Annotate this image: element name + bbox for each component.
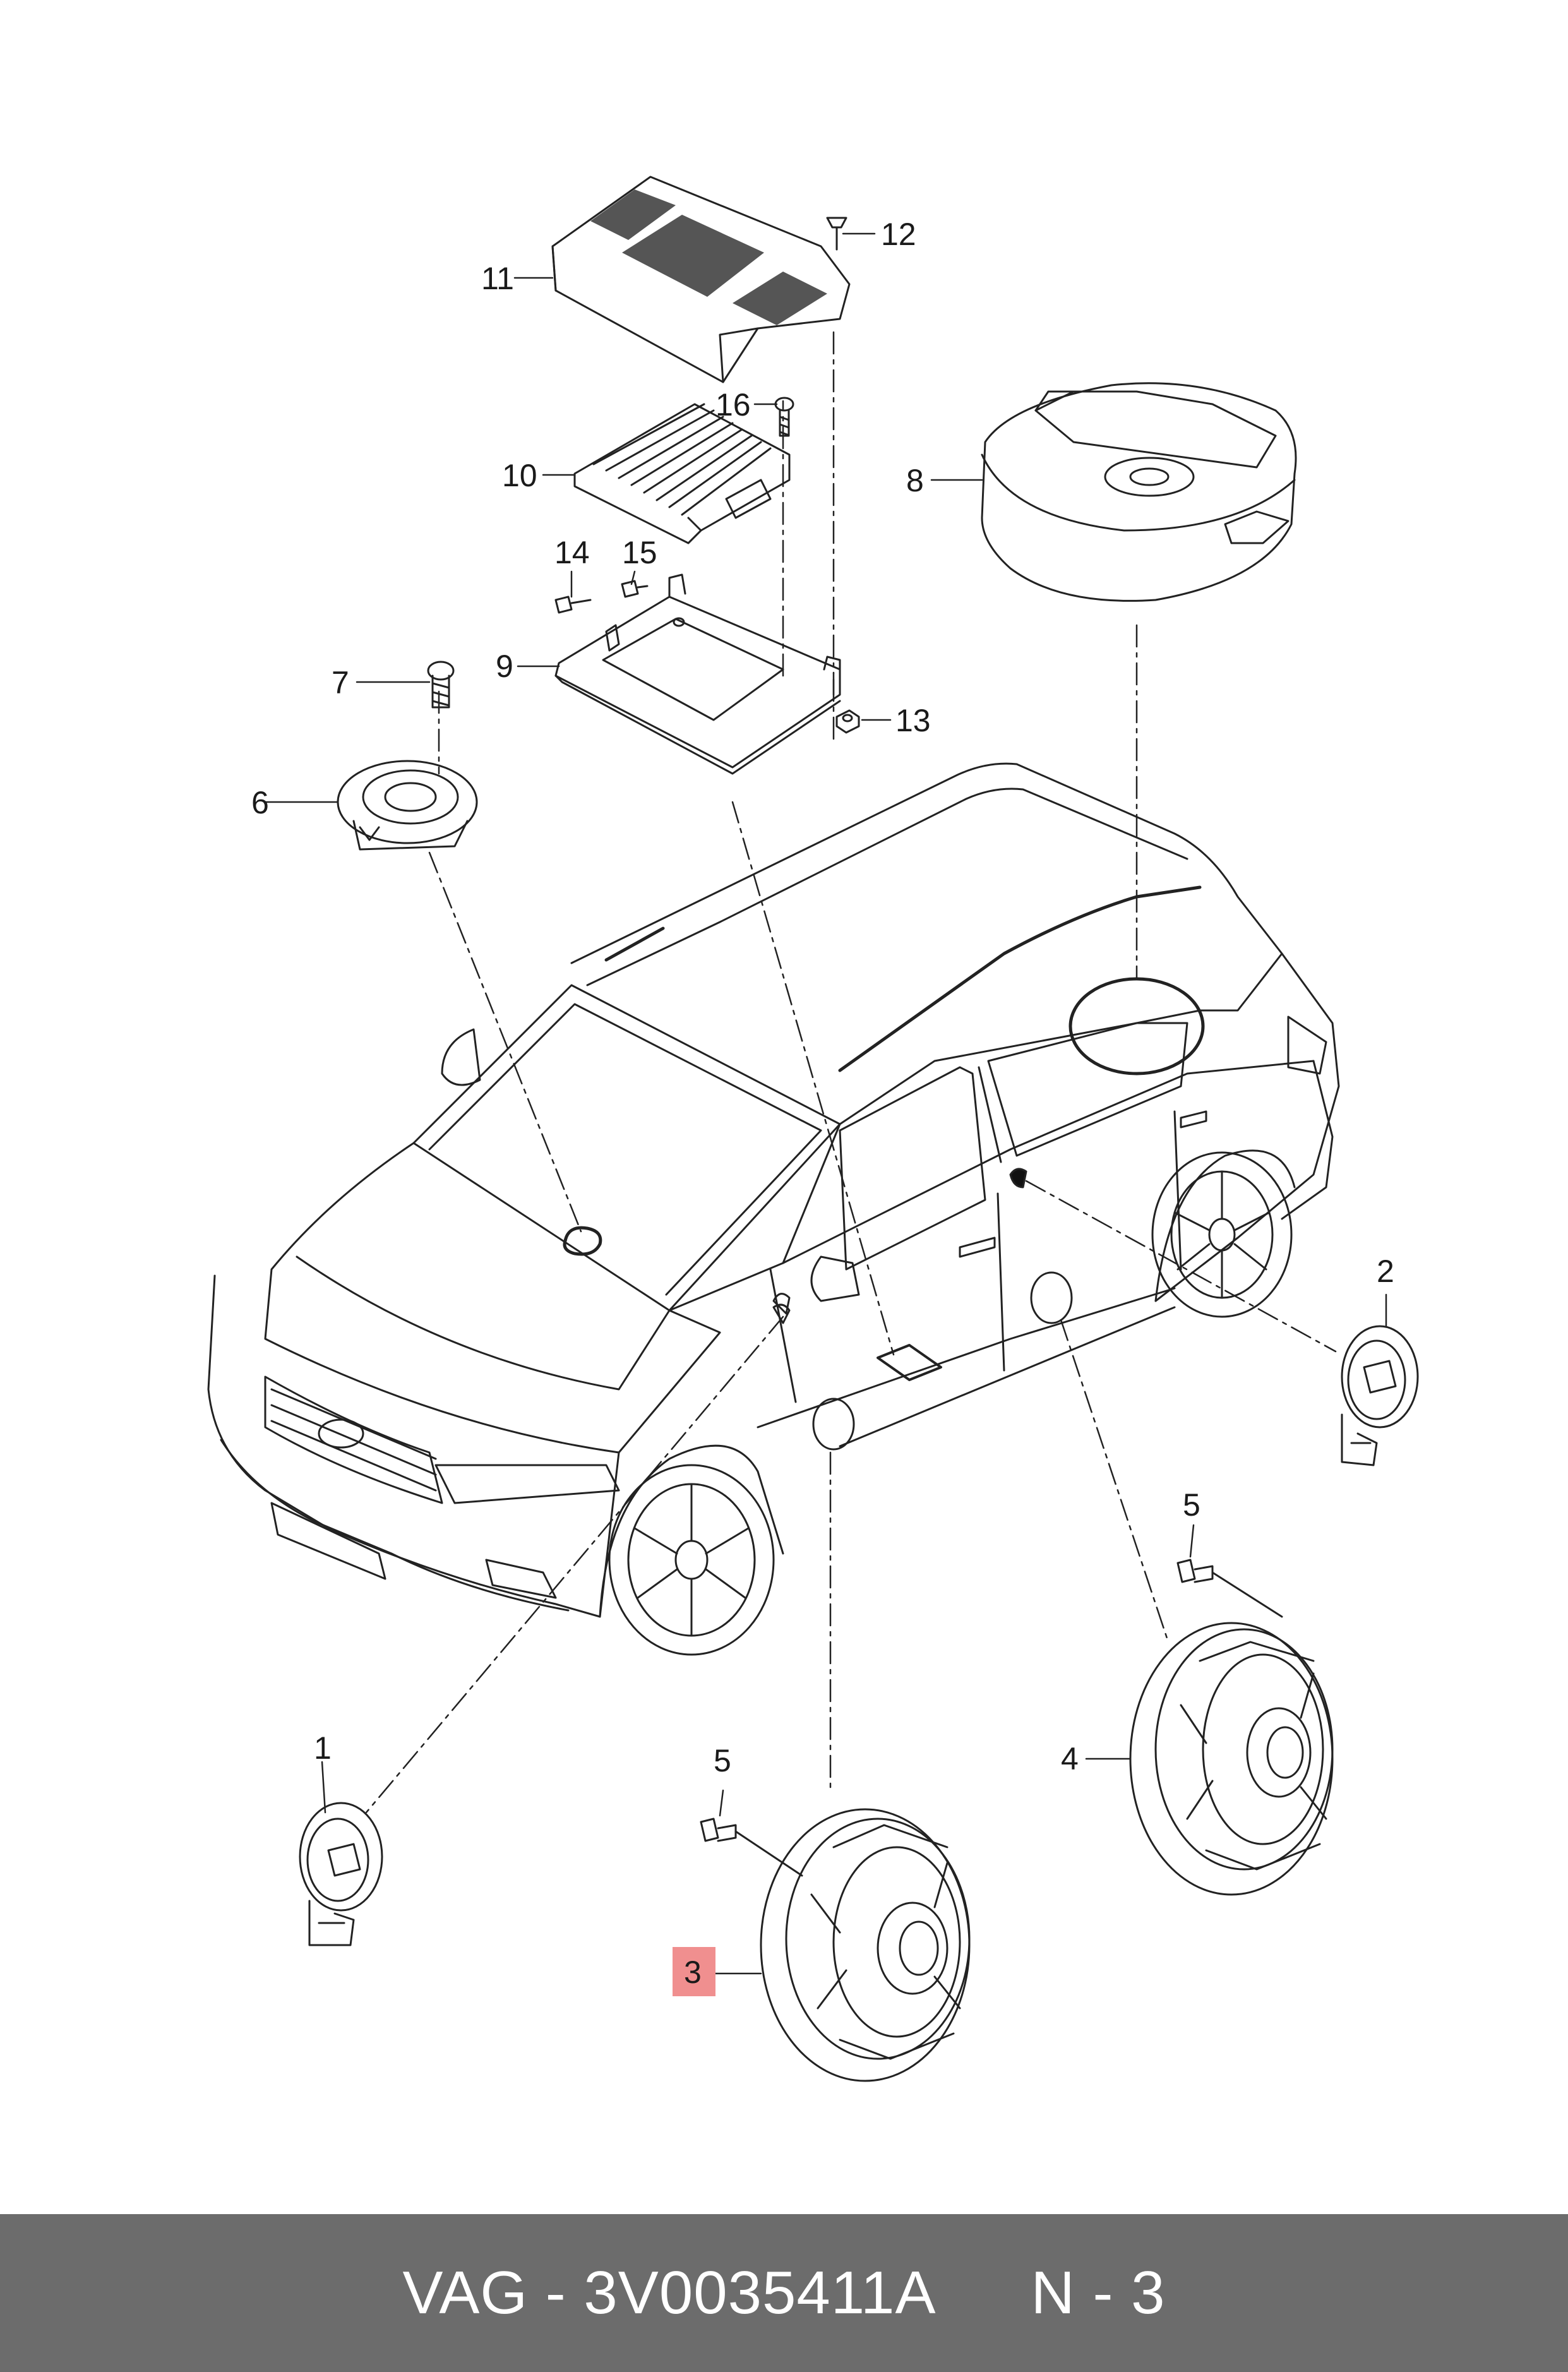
part-16-bolt bbox=[774, 397, 794, 437]
car-illustration bbox=[207, 762, 1340, 1656]
callout-4: 4 bbox=[1061, 1741, 1079, 1776]
part-6-dash-speaker bbox=[337, 760, 478, 851]
callout-1: 1 bbox=[314, 1730, 332, 1766]
part-number: VAG - 3V0035411A bbox=[402, 2259, 937, 2327]
part-4-rear-door-speaker bbox=[1129, 1622, 1334, 1896]
rear-door-speaker-position bbox=[1030, 1271, 1073, 1324]
callout-leaders bbox=[264, 232, 1387, 1975]
callout-8: 8 bbox=[906, 463, 924, 498]
callout-9: 9 bbox=[496, 649, 513, 684]
callout-5-front: 5 bbox=[714, 1743, 731, 1778]
callout-6: 6 bbox=[251, 785, 269, 820]
part-3-front-door-speaker bbox=[760, 1808, 971, 2082]
part-11-amplifier-cover bbox=[551, 176, 851, 383]
page-reference: N - 3 bbox=[1031, 2259, 1166, 2327]
callout-2: 2 bbox=[1377, 1254, 1394, 1289]
leader-lines bbox=[365, 327, 1337, 1814]
part-7-screw bbox=[427, 661, 455, 709]
footer-bar: VAG - 3V0035411A N - 3 bbox=[0, 2214, 1568, 2372]
callout-labels: 11 12 16 10 8 14 15 9 13 7 6 2 1 5 5 4 3 bbox=[251, 217, 1394, 1990]
callout-3: 3 bbox=[684, 1955, 702, 1990]
part-13-nut bbox=[835, 709, 860, 734]
part-1-front-tweeter bbox=[299, 1802, 383, 1946]
part-2-rear-tweeter bbox=[1341, 1325, 1419, 1466]
amplifier-position bbox=[877, 1344, 942, 1381]
part-5-screw-rear bbox=[1176, 1559, 1283, 1618]
part-14-screw bbox=[554, 596, 592, 614]
part-10-amplifier bbox=[573, 403, 791, 544]
part-8-subwoofer bbox=[981, 382, 1297, 602]
part-5-screw-front bbox=[700, 1818, 803, 1877]
parts-diagram: 11 12 16 10 8 14 15 9 13 7 6 2 1 5 5 4 3 bbox=[207, 176, 1419, 2082]
callout-15: 15 bbox=[622, 535, 657, 570]
callout-5-rear: 5 bbox=[1183, 1487, 1200, 1523]
callout-13: 13 bbox=[895, 703, 931, 738]
callout-12: 12 bbox=[881, 217, 916, 252]
front-door-speaker-position bbox=[812, 1398, 855, 1451]
part-12-screw bbox=[826, 217, 847, 251]
front-tweeter-position bbox=[772, 1303, 791, 1324]
part-9-bracket bbox=[554, 573, 841, 775]
callout-14: 14 bbox=[554, 535, 590, 570]
dash-speaker-position bbox=[563, 1226, 602, 1256]
callout-7: 7 bbox=[332, 665, 349, 700]
callout-10: 10 bbox=[502, 458, 537, 493]
part-15-screw bbox=[621, 580, 649, 598]
mounting-markers bbox=[563, 977, 1205, 1451]
spare-wheel-subwoofer-position bbox=[1068, 977, 1205, 1075]
callout-11: 11 bbox=[481, 261, 514, 296]
callout-16: 16 bbox=[715, 387, 751, 422]
highlight-box-part-3 bbox=[673, 1947, 715, 1996]
rear-door-tweeter-position bbox=[1009, 1168, 1027, 1189]
